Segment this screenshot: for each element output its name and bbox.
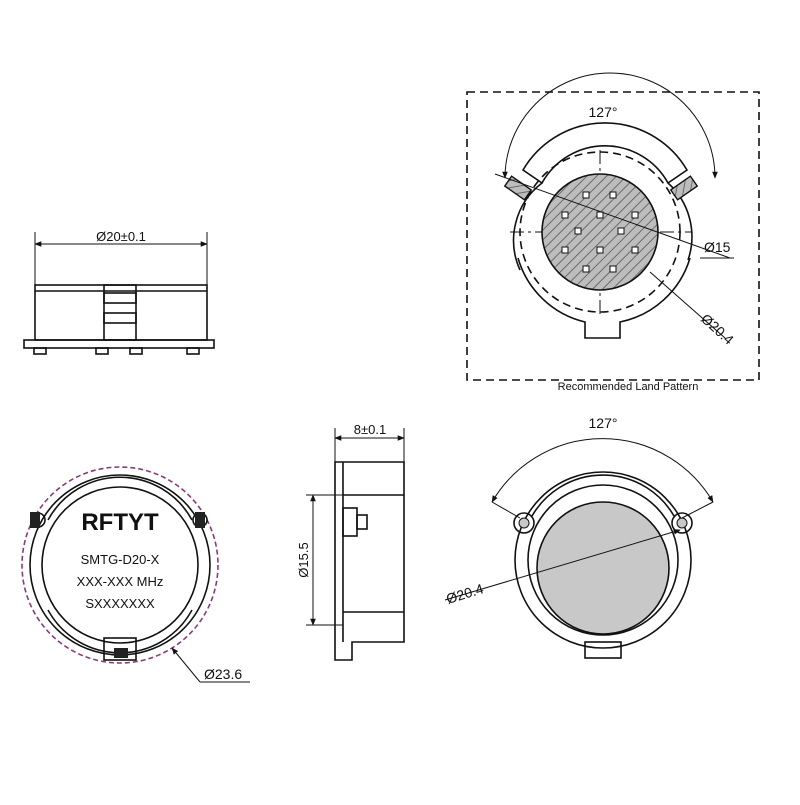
- land-ground-pad: [541, 173, 659, 291]
- top-dim-leader: [171, 647, 201, 683]
- land-lower-ring: [517, 257, 691, 339]
- bottom-outer-ring: [514, 471, 692, 649]
- land-pattern-frame: [466, 91, 760, 381]
- profile-thickness-label: 8±0.1: [354, 422, 386, 437]
- bottom-left-terminal: [513, 512, 535, 534]
- side-slot-step: [103, 292, 137, 304]
- bottom-outer-dim-label: Ø20.4: [444, 580, 485, 607]
- land-diameter-leader: [494, 173, 731, 259]
- top-model-label: SMTG-D20-X: [81, 552, 160, 567]
- land-outer-leader: [649, 271, 726, 339]
- bottom-angle-label: 127°: [589, 415, 618, 431]
- top-outline-circle: [21, 466, 219, 664]
- profile-body: [334, 461, 405, 661]
- top-brand-label: RFTYT: [81, 509, 159, 536]
- land-outer-dim-label: Ø20.4: [698, 310, 737, 348]
- side-base-flange: [23, 339, 215, 349]
- side-terminal: [129, 347, 143, 355]
- top-inner-ring: [41, 486, 199, 644]
- land-upper-ring: [521, 122, 689, 185]
- land-via-grid: [561, 191, 639, 273]
- bottom-diameter-leader: [444, 529, 681, 601]
- top-bottom-tab: [103, 637, 137, 661]
- land-ring-edge: [512, 182, 543, 271]
- bottom-angle-extension: [681, 501, 714, 519]
- land-angle-label: 127°: [589, 104, 618, 120]
- side-width-label: Ø20±0.1: [96, 229, 146, 244]
- side-slot-step: [103, 312, 137, 324]
- land-left-terminal: [503, 175, 533, 201]
- profile-height-label: Ø15.5: [296, 542, 311, 577]
- land-angle-arc: [502, 72, 718, 179]
- land-right-terminal: [669, 175, 699, 201]
- bottom-view: 127° Ø20.4: [444, 415, 714, 659]
- land-pattern-view: 127° Ø15 Ø20.4 Recommend: [466, 72, 760, 393]
- bottom-tab: [584, 641, 622, 659]
- top-outer-dim-label: Ø23.6: [204, 666, 242, 682]
- top-serial-label: SXXXXXXX: [85, 596, 155, 611]
- profile-terminal-tip: [356, 514, 368, 530]
- top-lower-band: [47, 609, 193, 654]
- bottom-right-terminal: [671, 512, 693, 534]
- bottom-inner-ring: [527, 484, 679, 636]
- bottom-upper-band: [531, 474, 675, 517]
- profile-view: 8±0.1 Ø15.5: [296, 422, 405, 661]
- top-freq-label: XXX-XXX MHz: [77, 574, 164, 589]
- side-terminal: [95, 347, 109, 355]
- side-terminal: [33, 347, 47, 355]
- profile-terminal: [342, 507, 358, 537]
- top-view: RFTYT SMTG-D20-X XXX-XXX MHz SXXXXXXX Ø2…: [21, 466, 250, 683]
- top-bottom-terminal: [114, 648, 128, 658]
- top-right-terminal: [192, 512, 208, 528]
- bottom-angle-arc: [491, 438, 714, 503]
- side-terminal: [186, 347, 200, 355]
- land-pattern-caption: Recommended Land Pattern: [558, 381, 699, 393]
- bottom-angle-extension: [491, 501, 521, 519]
- bottom-center-pad: [536, 501, 670, 635]
- land-inner-dim-label: Ø15: [704, 239, 731, 255]
- top-left-terminal: [30, 512, 46, 528]
- side-view: Ø20±0.1: [23, 229, 215, 355]
- top-upper-band: [47, 476, 193, 521]
